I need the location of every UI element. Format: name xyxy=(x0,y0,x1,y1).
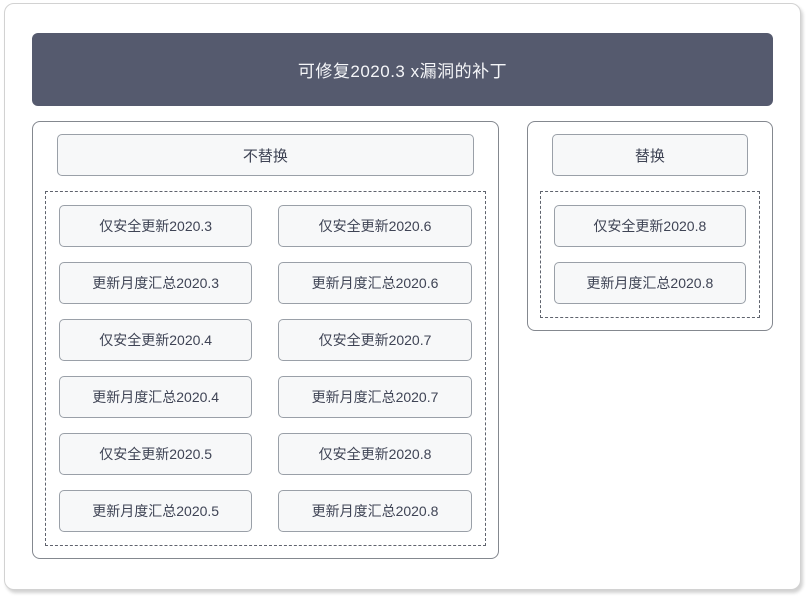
patch-box: 更新月度汇总2020.8 xyxy=(553,262,746,304)
patch-box: 更新月度汇总2020.8 xyxy=(278,490,472,532)
replace-panel: 替换 仅安全更新2020.8 更新月度汇总2020.8 xyxy=(526,121,773,331)
patch-box: 仅安全更新2020.3 xyxy=(59,205,253,247)
patch-box: 更新月度汇总2020.5 xyxy=(59,490,253,532)
diagram-content: 不替换 仅安全更新2020.3 仅安全更新2020.6 更新月度汇总2020.3… xyxy=(32,121,773,559)
patch-box: 更新月度汇总2020.4 xyxy=(59,376,253,418)
replace-header: 替换 xyxy=(551,134,748,176)
patch-box: 更新月度汇总2020.7 xyxy=(278,376,472,418)
patch-box: 更新月度汇总2020.6 xyxy=(278,262,472,304)
patch-box: 仅安全更新2020.8 xyxy=(553,205,746,247)
patch-box: 更新月度汇总2020.3 xyxy=(59,262,253,304)
not-replace-header: 不替换 xyxy=(57,134,474,176)
diagram-card: 可修复2020.3 x漏洞的补丁 不替换 仅安全更新2020.3 仅安全更新20… xyxy=(4,3,801,590)
diagram-title: 可修复2020.3 x漏洞的补丁 xyxy=(297,62,508,81)
not-replace-panel: 不替换 仅安全更新2020.3 仅安全更新2020.6 更新月度汇总2020.3… xyxy=(32,121,499,559)
patch-box: 仅安全更新2020.7 xyxy=(278,319,472,361)
not-replace-dashed-group: 仅安全更新2020.3 仅安全更新2020.6 更新月度汇总2020.3 更新月… xyxy=(45,191,486,546)
patch-column: 仅安全更新2020.8 更新月度汇总2020.8 xyxy=(553,205,746,304)
patch-box: 仅安全更新2020.8 xyxy=(278,433,472,475)
patch-box: 仅安全更新2020.6 xyxy=(278,205,472,247)
title-bar: 可修复2020.3 x漏洞的补丁 xyxy=(32,33,773,106)
replace-dashed-group: 仅安全更新2020.8 更新月度汇总2020.8 xyxy=(539,191,760,318)
patch-grid: 仅安全更新2020.3 仅安全更新2020.6 更新月度汇总2020.3 更新月… xyxy=(59,205,472,532)
patch-box: 仅安全更新2020.4 xyxy=(59,319,253,361)
patch-box: 仅安全更新2020.5 xyxy=(59,433,253,475)
